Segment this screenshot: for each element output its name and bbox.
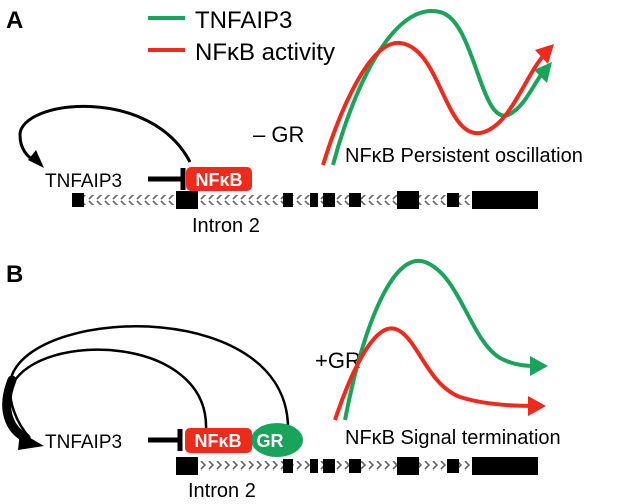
intron-label-b: Intron 2 [188, 480, 256, 502]
panel-b-label: B [6, 261, 23, 288]
gene-label-a: TNFAIP3 [45, 171, 122, 192]
nfkb-label-a: NFκB [195, 170, 242, 190]
intron-line-a [72, 195, 532, 205]
feedback-arrowhead-b [18, 432, 44, 450]
outcome-a: NFκB Persistent oscillation [345, 145, 583, 167]
gene-body-a [72, 191, 538, 209]
nfkb-curve-b [333, 326, 536, 421]
outcome-b: NFκB Signal termination [345, 427, 561, 449]
exon [283, 459, 293, 473]
exon [397, 191, 419, 209]
termination-curves [333, 258, 548, 421]
exon [472, 457, 538, 475]
exon [283, 193, 293, 207]
panel-b: B +GR TNFAIP3 GR [2, 258, 561, 502]
nfkb-arrowhead-b [528, 396, 546, 416]
exon [447, 193, 459, 207]
condition-minus-gr: – GR [253, 122, 304, 147]
exon [349, 459, 361, 473]
exon [310, 193, 318, 207]
exon [472, 191, 538, 209]
exon [176, 191, 198, 209]
exon [310, 459, 318, 473]
gene-label-b: TNFAIP3 [45, 432, 122, 453]
exon [447, 459, 459, 473]
gene-body-b [175, 457, 538, 475]
legend-green-label: TNFAIP3 [195, 7, 292, 34]
feedback-arc-a [18, 105, 192, 165]
oscillation-curves [321, 9, 554, 166]
gr-label: GR [257, 431, 284, 451]
tnfaip3-curve-b [343, 258, 539, 421]
exon [176, 457, 198, 475]
gr-oval [251, 423, 303, 457]
tnfaip3-arrowhead-b [530, 356, 548, 376]
panel-a-label: A [6, 7, 23, 34]
panel-a: A TNFAIP3 NFκB activity – GR NFκB Persis… [6, 7, 583, 237]
nfkb-curve [321, 40, 547, 166]
intron-label-a: Intron 2 [192, 215, 260, 237]
exon [397, 457, 419, 475]
exon [323, 193, 335, 207]
exon [349, 193, 361, 207]
tnfaip3-curve [331, 9, 547, 166]
nfkb-box-b [185, 428, 252, 453]
nfkb-label-b: NFκB [194, 431, 241, 451]
nfkb-arrowhead [535, 44, 554, 64]
feedback-arrowhead-a [28, 150, 44, 168]
legend-red-label: NFκB activity [195, 39, 335, 66]
nfkb-box-a [186, 167, 252, 191]
feedback-arc-inner [10, 348, 208, 431]
feedback-arc-outer [8, 325, 290, 439]
tnfaip3-arrowhead [534, 62, 552, 83]
exon [323, 459, 335, 473]
exon [72, 193, 84, 207]
